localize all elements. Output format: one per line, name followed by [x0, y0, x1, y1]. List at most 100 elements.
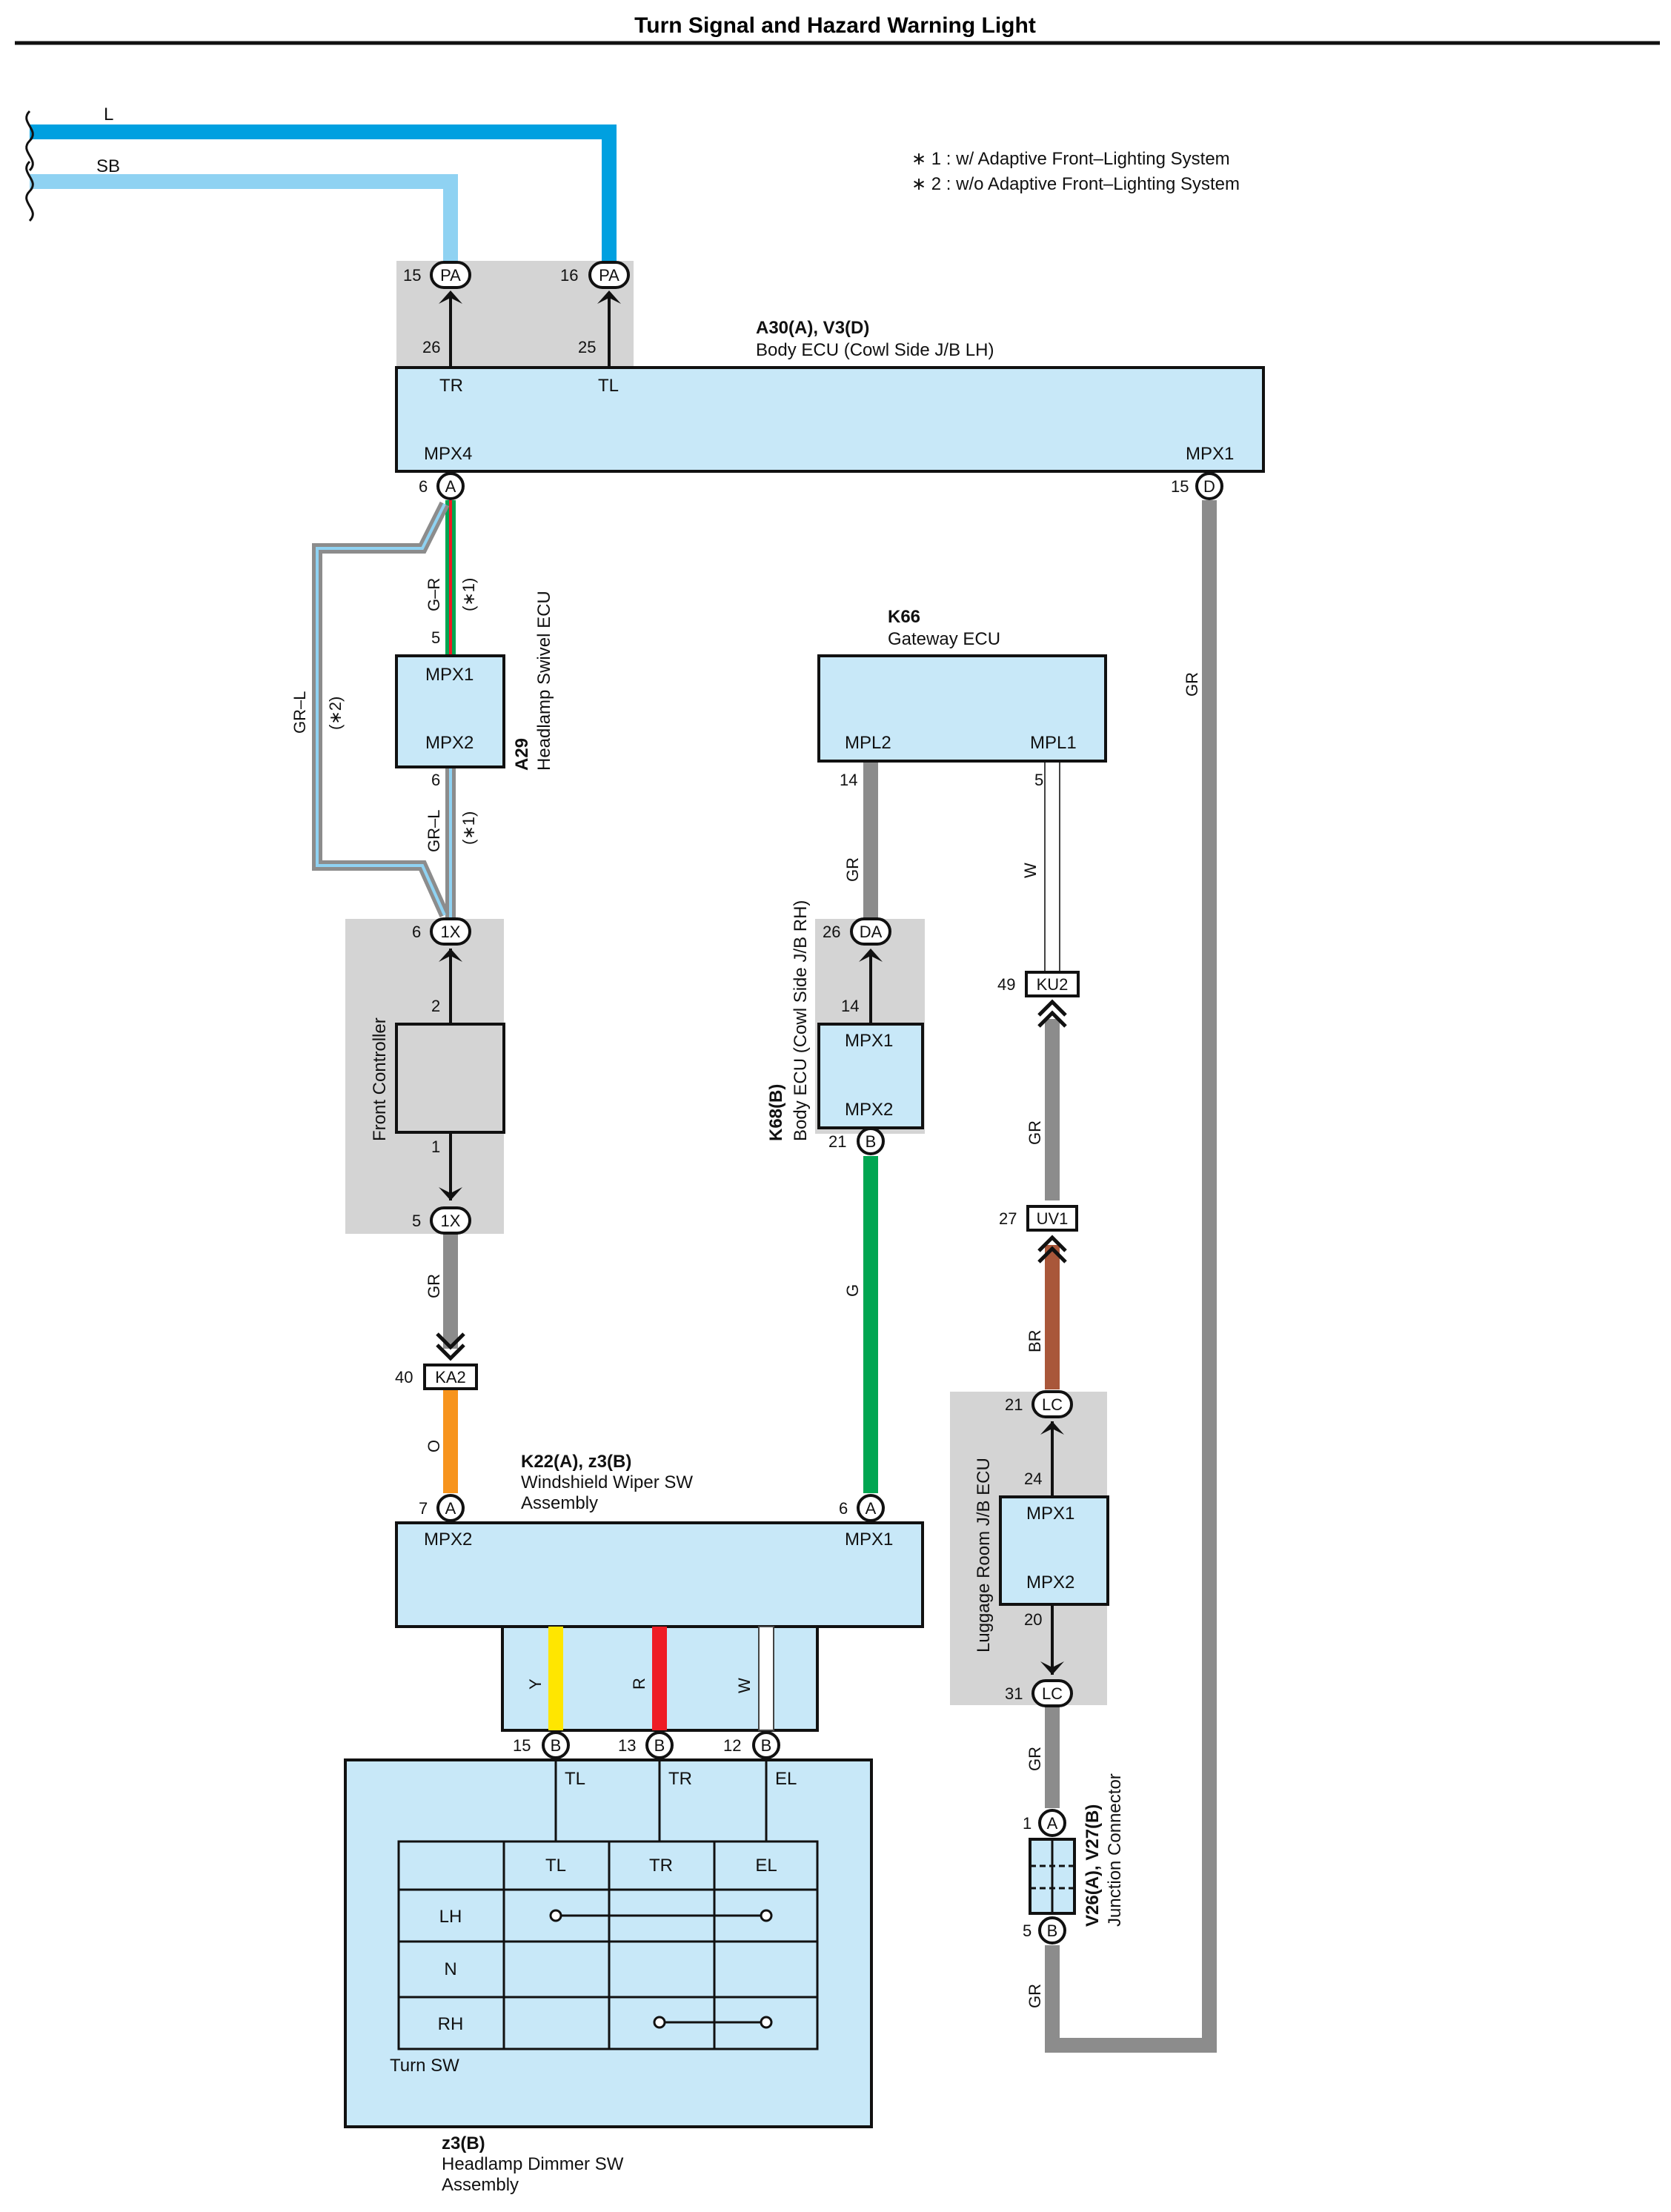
rh-mpx1: MPX1 [845, 1031, 893, 1051]
wire-label-gr-right: GR [1183, 672, 1201, 697]
wire-label-star1-a: (∗1) [459, 578, 478, 611]
wire-label-l: L [104, 104, 113, 124]
terminal-tl: TL [598, 376, 619, 396]
body-ecu-lh [395, 366, 1265, 473]
svg-text:27: 27 [999, 1209, 1017, 1228]
svg-text:26: 26 [823, 923, 840, 941]
svg-text:UV1: UV1 [1037, 1209, 1069, 1228]
wire-label-gr-jc: GR [1026, 1984, 1044, 2008]
junction-connector [1029, 1838, 1076, 1915]
dimmer-name2: Assembly [442, 2175, 519, 2195]
svg-text:13: 13 [618, 1736, 636, 1755]
wire-label-sb: SB [96, 156, 120, 176]
wire-l [30, 124, 617, 261]
front-controller [395, 1023, 505, 1134]
connector-pa15: PA 15 [403, 261, 471, 304]
pin-26: 26 [422, 338, 440, 356]
gateway-mpl2: MPL2 [845, 733, 891, 753]
wire-w-overlay [758, 1626, 774, 1731]
pin-swivel-6: 6 [431, 771, 440, 789]
connector-lc21: LC 21 [1005, 1390, 1073, 1435]
svg-text:15: 15 [513, 1736, 531, 1755]
svg-text:LC: LC [1042, 1395, 1063, 1414]
pin-swivel-5: 5 [431, 628, 440, 647]
svg-text:49: 49 [997, 975, 1015, 994]
svg-text:6: 6 [839, 1499, 848, 1518]
dimmer-code: z3(B) [442, 2133, 485, 2153]
wire-label-gr-fc: GR [425, 1274, 443, 1298]
headlamp-swivel-ecu [395, 654, 505, 768]
svg-text:B: B [761, 1736, 772, 1755]
svg-text:40: 40 [395, 1368, 413, 1386]
luggage-room-ecu [999, 1495, 1109, 1606]
connector-b15: B 15 [513, 1731, 570, 1759]
table-col-tl: TL [545, 1856, 566, 1876]
rh-mpx2: MPX2 [845, 1100, 893, 1120]
rh-name: Body ECU (Cowl Side J/B RH) [791, 900, 811, 1141]
connector-uv1: UV1 27 [999, 1205, 1078, 1263]
wiper-name: Windshield Wiper SW [521, 1472, 693, 1492]
svg-text:B: B [551, 1736, 562, 1755]
gateway-code: K66 [888, 607, 920, 627]
svg-text:DA: DA [860, 923, 883, 941]
lug-mpx2: MPX2 [1026, 1572, 1074, 1592]
connector-pa16: PA 16 [560, 261, 630, 304]
svg-text:PA: PA [440, 266, 461, 285]
wire-label-gr-gw: GR [843, 857, 862, 882]
swivel-mpx1: MPX1 [425, 665, 474, 685]
rh-continuity [653, 2016, 773, 2029]
wire-label-g-r: G–R [425, 578, 443, 611]
wire-label-star1-b: (∗1) [459, 811, 478, 845]
lh-continuity [549, 1909, 773, 1922]
wire-label-w: W [735, 1678, 754, 1693]
jc-code: V26(A), V27(B) [1083, 1804, 1103, 1927]
pin-rh-14: 14 [841, 997, 859, 1015]
svg-text:1: 1 [1023, 1814, 1031, 1833]
body-ecu-lh-code: A30(A), V3(D) [756, 318, 869, 338]
pin-fc-1: 1 [431, 1137, 440, 1156]
svg-text:B: B [654, 1736, 665, 1755]
gateway-ecu [817, 654, 1107, 763]
connector-1x6: 1X 6 [412, 917, 471, 962]
wire-label-w-gw: W [1021, 863, 1040, 878]
svg-text:1X: 1X [441, 923, 461, 941]
lug-name: Luggage Room J/B ECU [974, 1458, 994, 1653]
connector-b13: B 13 [618, 1731, 674, 1759]
wire-label-star2: (∗2) [326, 697, 345, 730]
wire-break-lower [25, 160, 34, 222]
turn-sw-label: Turn SW [390, 2056, 459, 2076]
wire-label-o: O [425, 1440, 443, 1452]
connector-b12: B 12 [723, 1731, 780, 1759]
svg-text:D: D [1203, 477, 1215, 496]
connector-ku2: KU2 49 [997, 971, 1080, 1028]
dimmer-name: Headlamp Dimmer SW [442, 2154, 624, 2174]
svg-text:A: A [1047, 1814, 1058, 1833]
wire-label-y: Y [526, 1678, 545, 1690]
wiper-name2: Assembly [521, 1493, 598, 1513]
svg-text:B: B [866, 1132, 877, 1151]
page-title: Turn Signal and Hazard Warning Light [634, 13, 1036, 38]
connector-d15: D 15 [1171, 472, 1223, 500]
connector-jc-b: B 5 [1023, 1916, 1066, 1944]
svg-text:A: A [445, 477, 456, 496]
table-col-tr: TR [649, 1856, 673, 1876]
svg-text:PA: PA [599, 266, 619, 285]
terminal-mpx1-lh: MPX1 [1186, 444, 1234, 464]
wire-sb [30, 174, 458, 261]
table-col-el: EL [755, 1856, 777, 1876]
table-row-rh: RH [438, 2014, 464, 2034]
front-controller-name: Front Controller [370, 1017, 390, 1141]
wire-label-gr-mid: GR [1026, 1120, 1044, 1145]
wire-gr-l-bypass [312, 501, 450, 917]
dimmer-terminal-el: EL [775, 1769, 797, 1789]
swivel-code: A29 [512, 738, 532, 771]
svg-text:1X: 1X [441, 1212, 461, 1230]
svg-text:31: 31 [1005, 1684, 1023, 1703]
wire-label-br: BR [1026, 1329, 1044, 1352]
body-ecu-lh-name: Body ECU (Cowl Side J/B LH) [756, 340, 994, 360]
windshield-wiper-sw [395, 1521, 924, 1628]
svg-text:21: 21 [828, 1132, 846, 1151]
note-1: ∗ 1 : w/ Adaptive Front–Lighting System [911, 149, 1230, 169]
table-row-lh: LH [439, 1907, 462, 1927]
connector-a7: A 7 [419, 1494, 465, 1522]
